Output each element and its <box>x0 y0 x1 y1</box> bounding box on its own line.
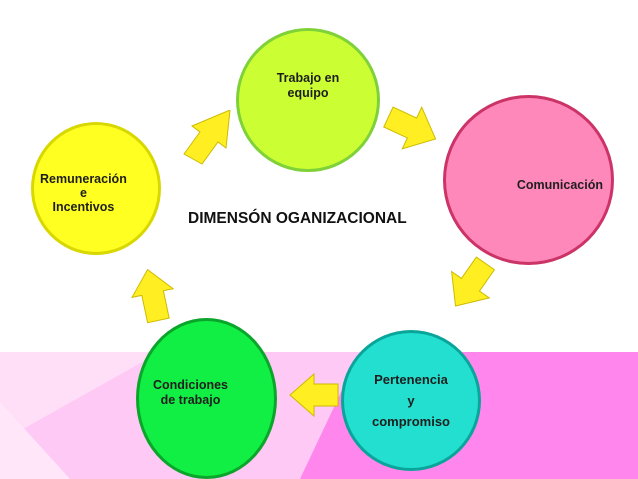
node-label-line: Condiciones <box>153 378 229 392</box>
arrow-left-icon <box>289 372 339 418</box>
node-label-line: Pertenencia <box>374 372 448 387</box>
node-comunicacion: Comunicación <box>443 95 614 265</box>
node-label-line: equipo <box>287 86 329 100</box>
node-label-line: Remuneración <box>40 172 127 186</box>
node-label-line: compromiso <box>371 414 450 429</box>
arrow-down-left-icon <box>450 256 496 307</box>
node-trabajo-en-equipo: Trabajo en equipo <box>236 28 380 172</box>
node-label-line: Comunicación <box>516 178 603 192</box>
node-label-line: e <box>79 186 87 200</box>
arrow-right-icon <box>383 105 437 150</box>
arrow-up-icon <box>131 268 175 324</box>
node-pertenencia-y-compromiso: Pertenencia y compromiso <box>341 330 481 471</box>
node-condiciones-de-trabajo: Condiciones de trabajo <box>136 318 277 479</box>
node-remuneracion-e-incentivos: Remuneración e Incentivos <box>31 122 161 255</box>
diagram-title: DIMENSÓN OGANIZACIONAL <box>188 210 407 227</box>
node-label-line: Trabajo en <box>276 71 340 85</box>
arrow-up-right-icon <box>183 110 231 165</box>
node-label-line: y <box>407 393 415 408</box>
node-label-line: Incentivos <box>52 200 115 214</box>
node-label-line: de trabajo <box>160 393 221 407</box>
